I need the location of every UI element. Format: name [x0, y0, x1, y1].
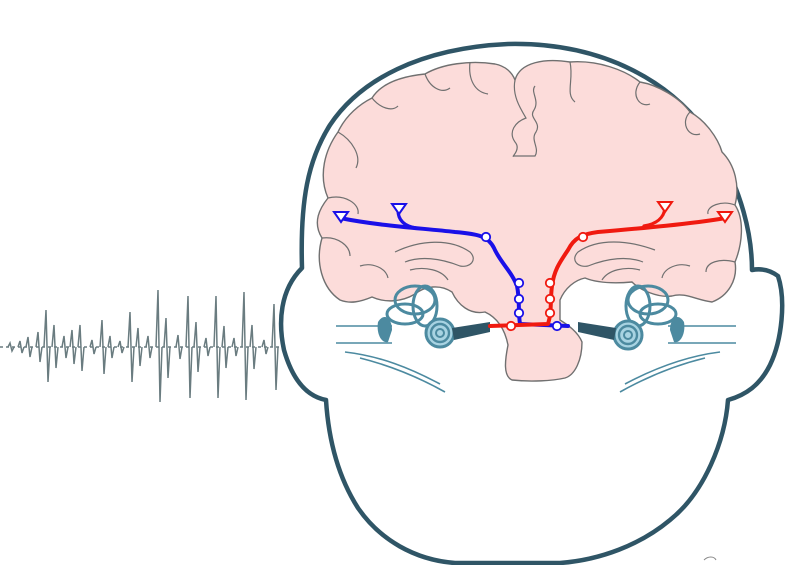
right-relay-node [577, 231, 589, 243]
sound-wave-path [7, 289, 299, 403]
right-relay-node [505, 320, 517, 332]
right-relay-node [544, 293, 556, 305]
left-auditory-pathway [332, 203, 570, 332]
left-inner-ear-icon [336, 284, 490, 393]
right-relay-node [544, 307, 556, 319]
left-relay-node [513, 277, 525, 289]
right-cortex-terminal-a [716, 211, 734, 224]
sound-wave-icon [0, 289, 312, 403]
right-cortex-terminal-b [656, 201, 674, 214]
left-cortex-terminal-a [332, 211, 350, 224]
right-inner-ear-icon [578, 284, 736, 393]
right-auditory-pathway [488, 201, 734, 332]
corner-artifact-mark [703, 556, 717, 561]
left-relay-node [480, 231, 492, 243]
left-cortex-terminal-b [390, 203, 408, 216]
left-relay-node [513, 307, 525, 319]
brain-sulci [321, 61, 736, 281]
left-relay-node [551, 320, 563, 332]
brain-cerebrum [316, 59, 743, 382]
right-relay-node [544, 277, 556, 289]
left-relay-node [513, 293, 525, 305]
